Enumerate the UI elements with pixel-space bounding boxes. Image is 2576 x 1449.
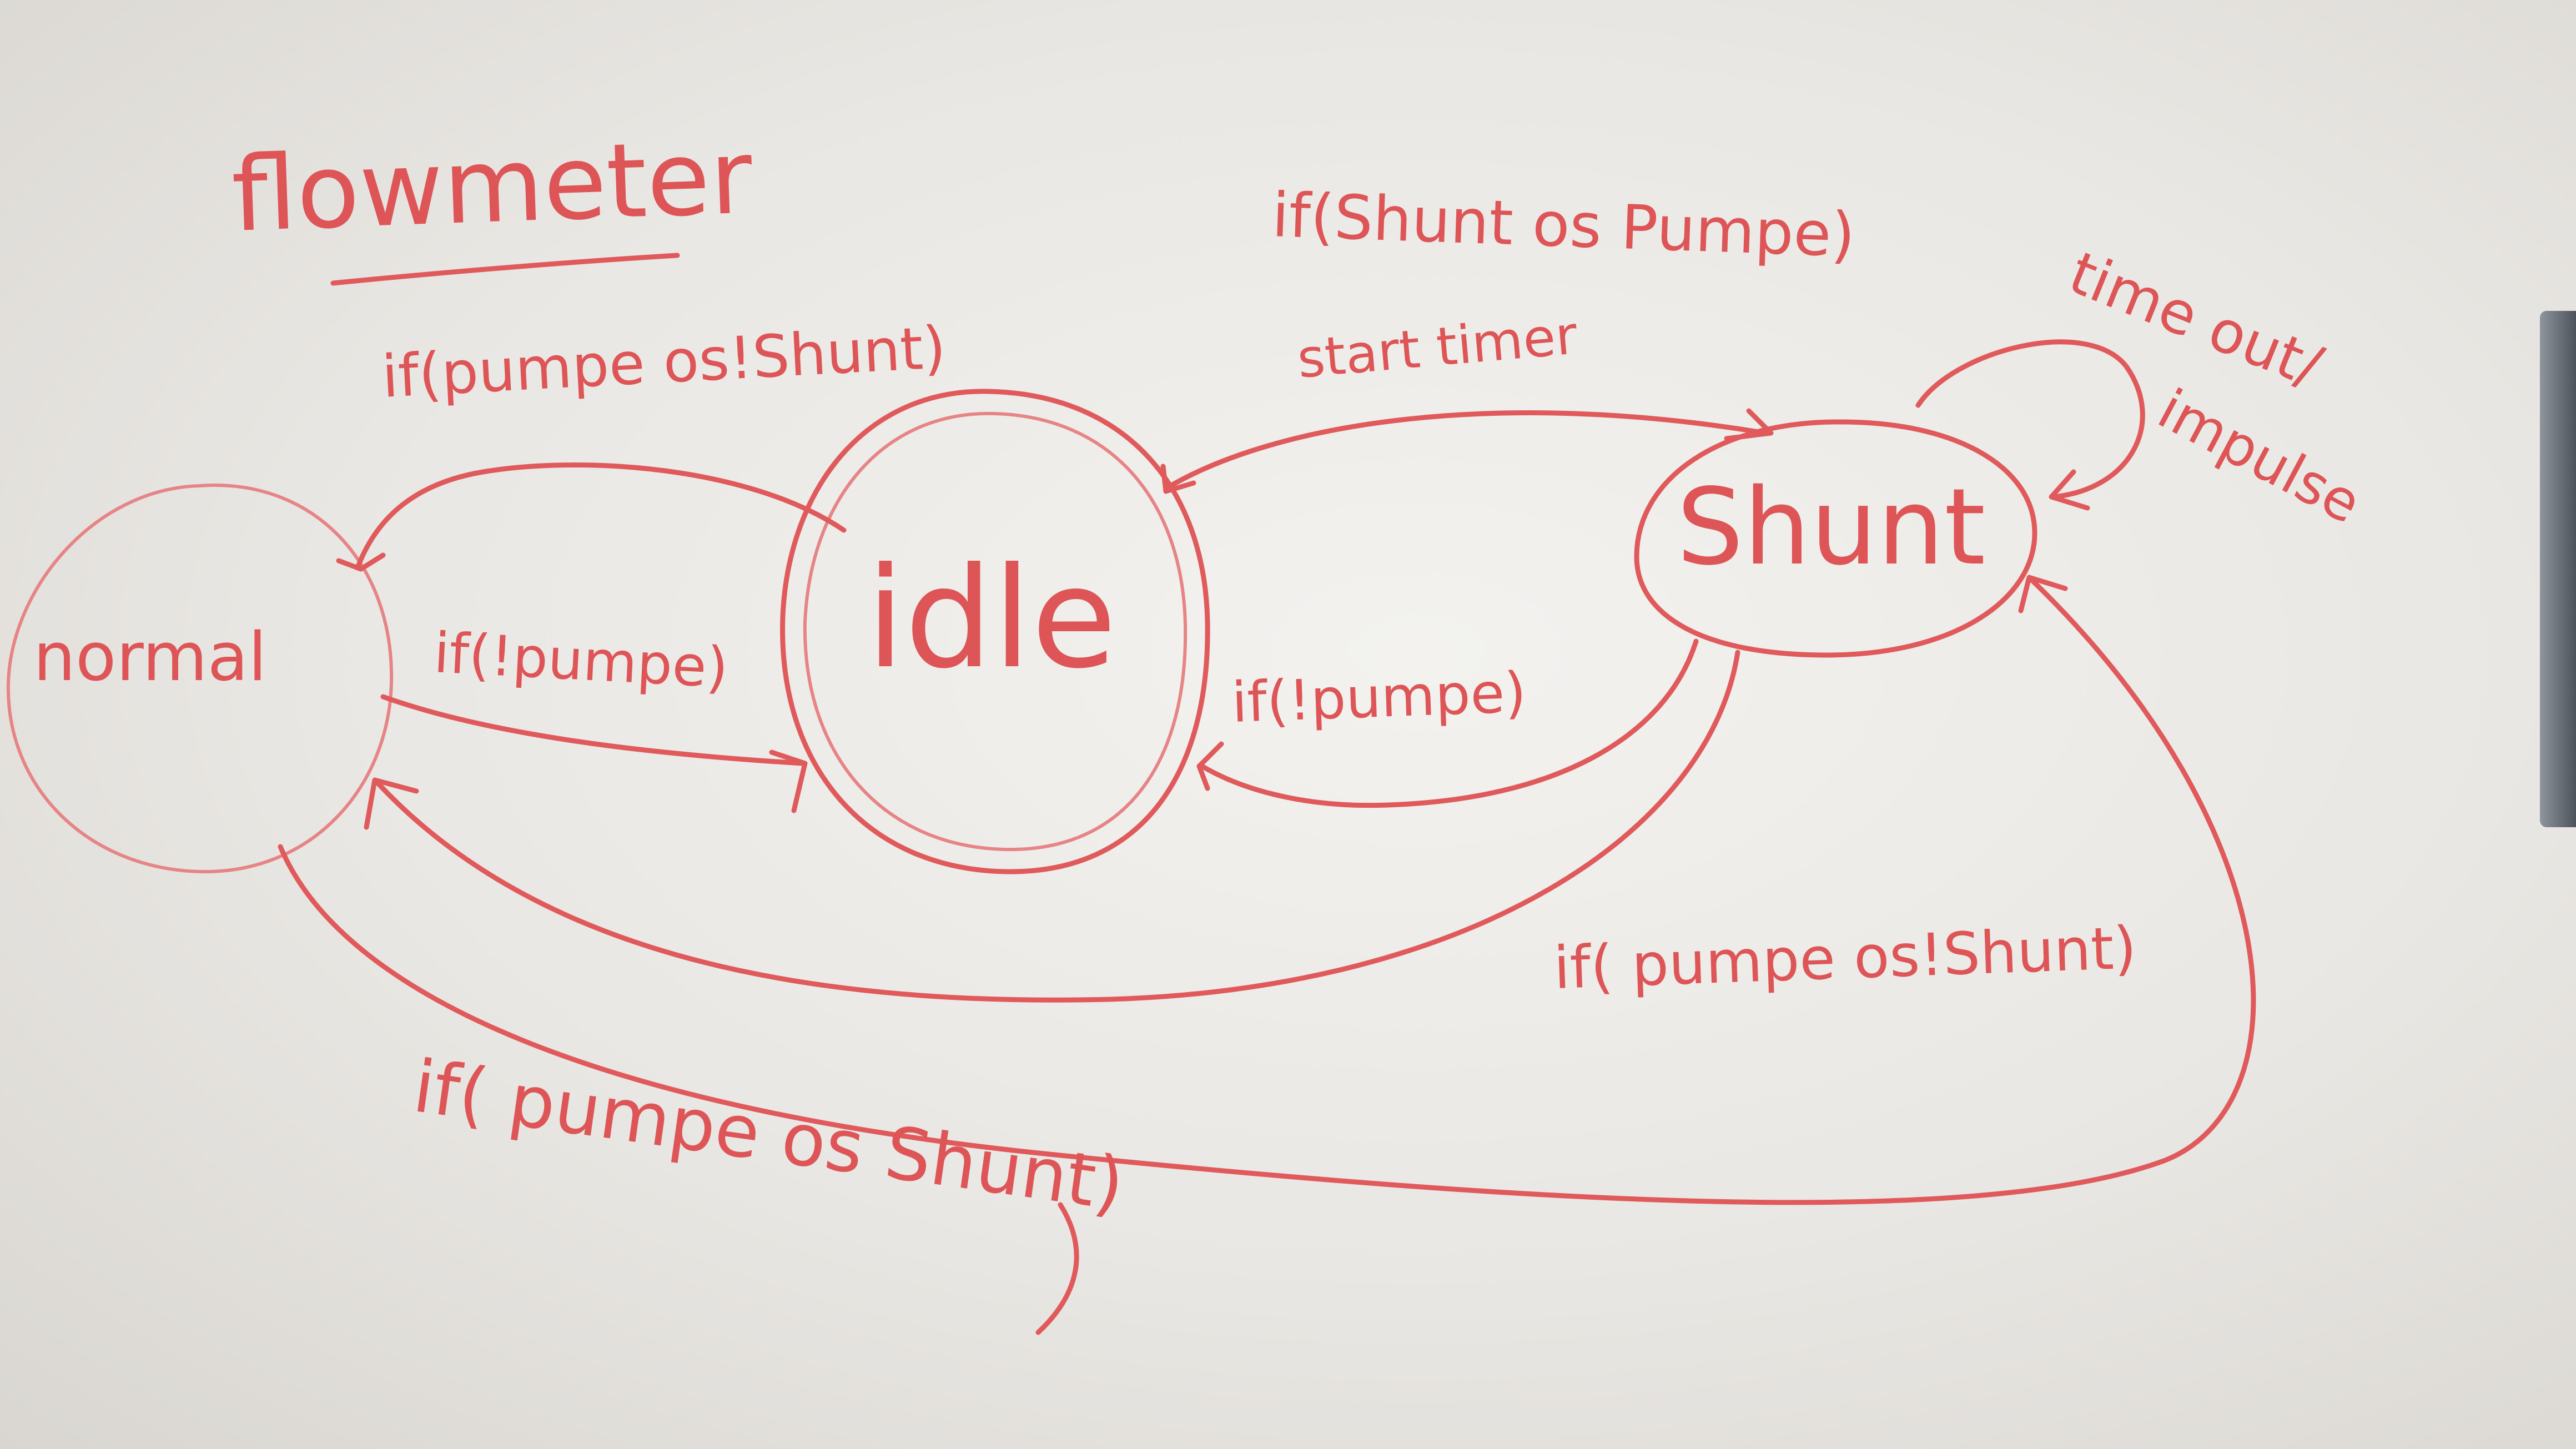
- arrowhead-idle-to-normal: [336, 552, 386, 572]
- transition-shunt-to-idle: if(!pumpe): [1196, 638, 1699, 808]
- arrowhead-shunt-self-loop: [2049, 469, 2090, 511]
- label-normal-to-shunt-paren: [1035, 1202, 1079, 1335]
- transition-normal-to-idle: if(!pumpe): [380, 620, 808, 813]
- arrow-shunt-to-normal: [375, 650, 1740, 1003]
- state-normal-circle: [6, 483, 394, 874]
- arrow-idle-to-normal: [355, 462, 847, 569]
- arrowhead-normal-to-shunt: [2018, 575, 2068, 613]
- arrowhead-normal-to-idle: [769, 749, 808, 813]
- label-shunt-to-idle: if(!pumpe): [1231, 660, 1527, 735]
- label-shunt-self-loop-line2: impulse: [2148, 376, 2371, 536]
- label-shunt-self-loop-line1: time out/: [2060, 239, 2332, 401]
- label-normal-to-idle: if(!pumpe): [432, 620, 730, 701]
- label-shunt-to-normal: if( pumpe os!Shunt): [1553, 914, 2138, 1002]
- title-underline: [330, 253, 680, 286]
- label-idle-to-shunt-action: start timer: [1295, 305, 1580, 390]
- state-shunt: Shunt: [1634, 419, 2037, 658]
- state-idle-label: idle: [866, 537, 1116, 699]
- arrow-idle-to-shunt: [1163, 410, 1768, 491]
- whiteboard-frame-edge: [2540, 311, 2576, 827]
- state-idle: idle: [780, 389, 1210, 874]
- arrowhead-shunt-to-idle: [1196, 741, 1224, 791]
- state-normal: normal: [6, 483, 394, 874]
- transition-idle-to-shunt: if(Shunt os Pumpe) start timer: [1160, 179, 1856, 494]
- arrowhead-shunt-to-normal: [364, 777, 419, 830]
- arrow-shunt-self-loop: [1915, 339, 2145, 500]
- transition-shunt-self-loop: time out/ impulse: [1915, 239, 2371, 536]
- label-normal-to-shunt: if( pumpe os Shunt): [409, 1044, 1129, 1227]
- state-shunt-ellipse: [1634, 419, 2037, 658]
- arrowhead-idle-to-shunt: [1724, 408, 1774, 441]
- label-idle-to-normal: if(pumpe os!Shunt): [380, 314, 948, 411]
- arrowhead-shunt-to-idle-top: [1160, 464, 1196, 494]
- state-normal-label: normal: [33, 619, 266, 696]
- label-idle-to-shunt-condition: if(Shunt os Pumpe): [1271, 179, 1856, 271]
- arrow-shunt-to-idle: [1199, 638, 1699, 808]
- state-shunt-label: Shunt: [1677, 466, 1985, 588]
- arrow-normal-to-idle: [380, 694, 805, 766]
- arrow-normal-to-shunt: [278, 577, 2256, 1205]
- diagram-title: flowmeter: [230, 117, 754, 255]
